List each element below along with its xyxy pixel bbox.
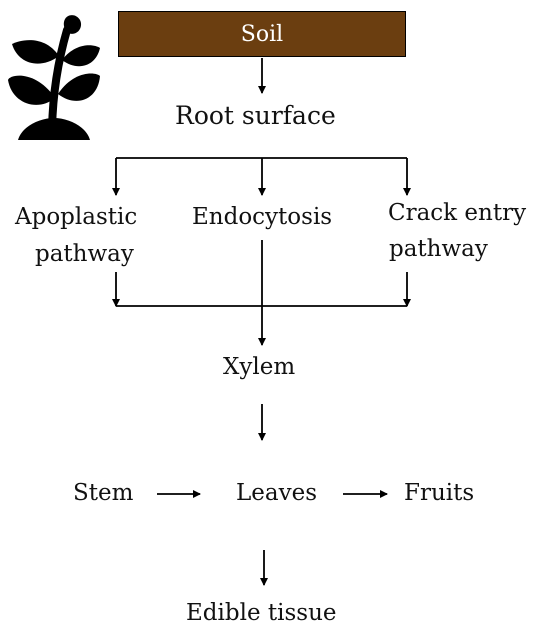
crack-entry-label-line2: pathway [389, 236, 488, 262]
plant-icon [8, 15, 100, 140]
leaves-label: Leaves [236, 480, 318, 506]
fruits-label: Fruits [404, 480, 475, 506]
stem-label: Stem [73, 480, 134, 506]
endocytosis-label: Endocytosis [192, 204, 333, 230]
apoplastic-label-line1: Apoplastic [15, 204, 138, 230]
edible-tissue-label: Edible tissue [186, 600, 337, 626]
apoplastic-label-line2: pathway [35, 241, 134, 267]
soil-box: Soil [118, 11, 406, 57]
root-surface-label: Root surface [175, 101, 336, 130]
soil-label: Soil [240, 21, 284, 47]
crack-entry-label-line1: Crack entry [388, 200, 527, 226]
xylem-label: Xylem [223, 354, 296, 380]
